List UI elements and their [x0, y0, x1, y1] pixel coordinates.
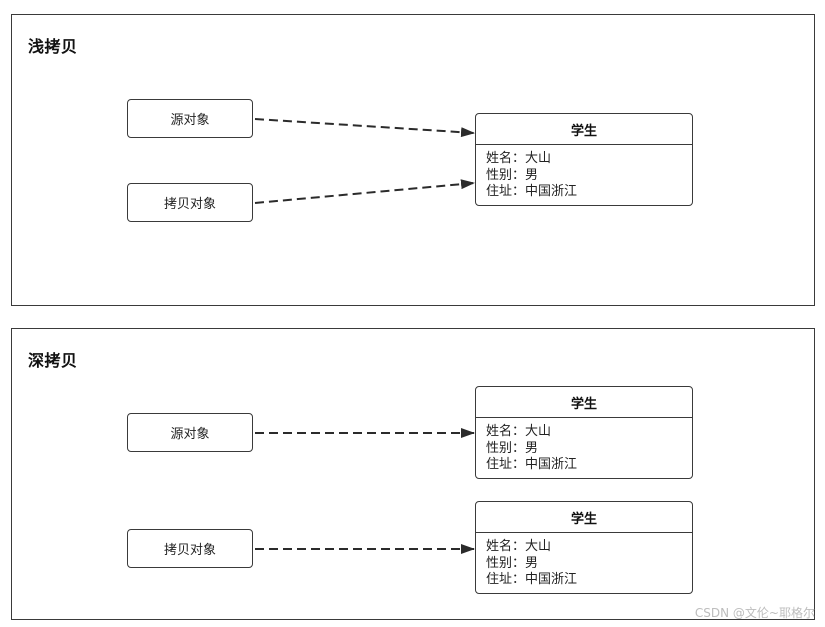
deep-copy-panel: 深拷贝 [11, 328, 815, 620]
student-fields: 姓名：大山 性别：男 住址：中国浙江 [476, 145, 692, 205]
panel-title: 浅拷贝 [28, 37, 78, 56]
shallow-copy-object-box[interactable]: 拷贝对象 [127, 183, 253, 222]
student-field: 性别：男 [486, 555, 539, 571]
student-fields: 姓名：大山 性别：男 住址：中国浙江 [476, 418, 692, 478]
student-field: 姓名：大山 [486, 424, 552, 439]
shallow-student-box[interactable]: 学生 姓名：大山 性别：男 住址：中国浙江 [475, 113, 693, 206]
student-header: 学生 [476, 387, 692, 418]
panel-title: 深拷贝 [28, 351, 78, 370]
student-field: 性别：男 [486, 167, 539, 183]
shallow-source-object-box[interactable]: 源对象 [127, 99, 253, 138]
student-field: 住址：中国浙江 [486, 457, 578, 472]
student-header: 学生 [476, 502, 692, 533]
student-header: 学生 [476, 114, 692, 145]
deep-student-box-source[interactable]: 学生 姓名：大山 性别：男 住址：中国浙江 [475, 386, 693, 479]
deep-copy-object-box[interactable]: 拷贝对象 [127, 529, 253, 568]
shallow-copy-panel: 浅拷贝 [11, 14, 815, 306]
student-field: 住址：中国浙江 [486, 184, 578, 199]
student-fields: 姓名：大山 性别：男 住址：中国浙江 [476, 533, 692, 593]
student-field: 姓名：大山 [486, 151, 552, 166]
deep-student-box-copy[interactable]: 学生 姓名：大山 性别：男 住址：中国浙江 [475, 501, 693, 594]
student-field: 姓名：大山 [486, 539, 552, 554]
student-field: 住址：中国浙江 [486, 572, 578, 587]
deep-source-object-box[interactable]: 源对象 [127, 413, 253, 452]
watermark: CSDN @文伦~耶格尔 [694, 606, 815, 620]
student-field: 性别：男 [486, 440, 539, 456]
